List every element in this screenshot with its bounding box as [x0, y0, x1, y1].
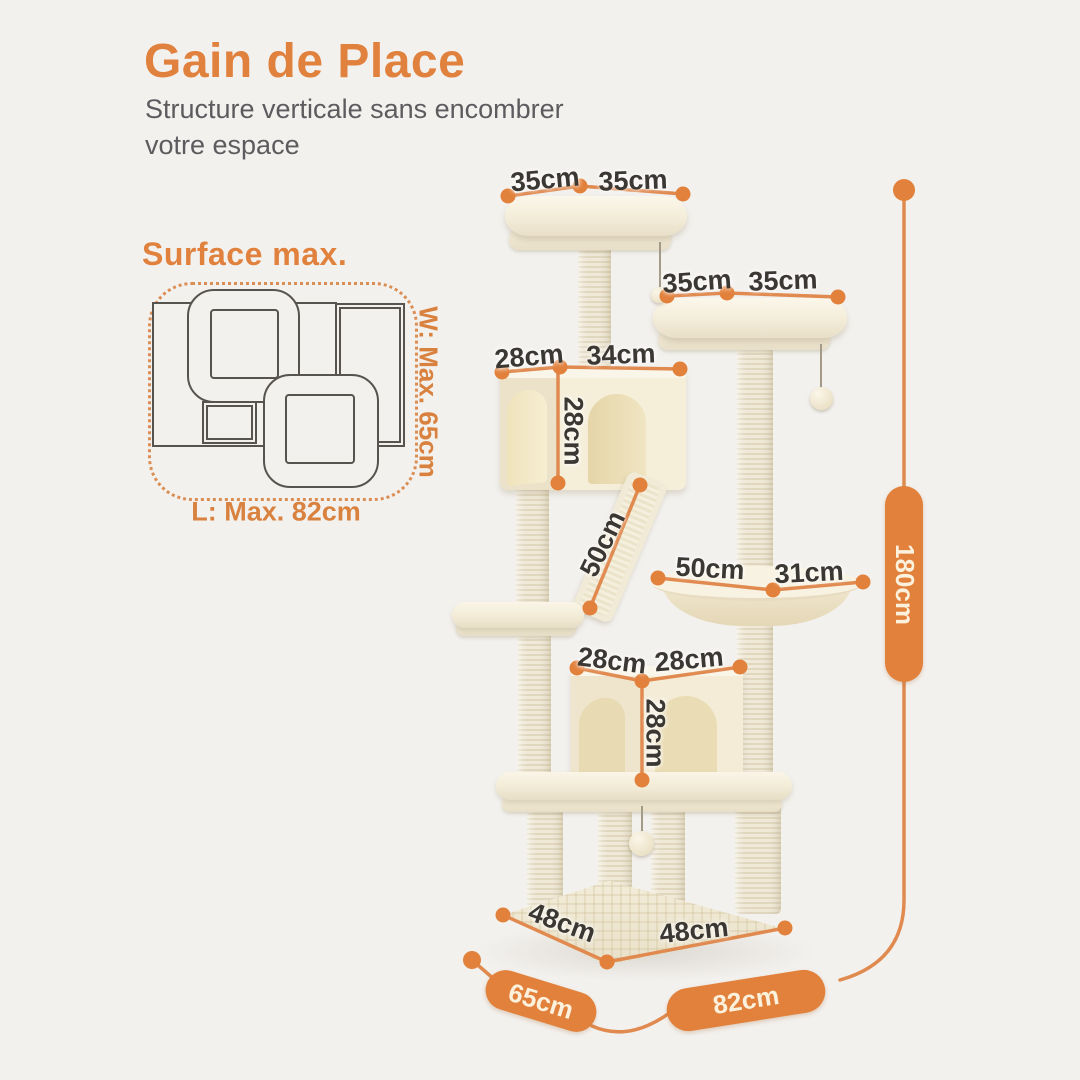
- subtitle-line-2: votre espace: [145, 129, 300, 160]
- middle-platform: [496, 772, 792, 800]
- toy-string-right: [820, 344, 822, 390]
- toy-ball-right: [810, 387, 833, 410]
- toy-string-top: [659, 242, 661, 290]
- top-perch: [505, 196, 687, 236]
- floor-depth-value: 65cm: [504, 976, 578, 1025]
- left-upper-post: [516, 486, 549, 608]
- base-post-left: [527, 800, 563, 912]
- dim-lower-condo-width: 28cm: [653, 641, 725, 678]
- page-subtitle: Structure verticale sans encombrer votre…: [145, 92, 615, 163]
- dim-upper-condo-height: 28cm: [558, 396, 589, 466]
- lower-condo-front-arch: [655, 696, 717, 784]
- base-post-right: [651, 800, 685, 910]
- total-height-value: 180cm: [889, 543, 920, 625]
- dim-upper-condo-depth: 28cm: [493, 338, 565, 375]
- total-height-pill: 180cm: [885, 486, 923, 682]
- dim-upper-condo-width: 34cm: [585, 338, 657, 371]
- second-perch: [653, 298, 847, 338]
- left-lower-post: [518, 626, 551, 778]
- surface-max-title: Surface max.: [142, 236, 348, 272]
- subtitle-line-1: Structure verticale sans encombrer: [145, 94, 564, 124]
- middle-platform-lip: [502, 796, 782, 812]
- footprint-width-label: W: Max. 65cm: [413, 306, 444, 478]
- toy-ball-lower: [629, 831, 654, 856]
- dim-second-perch-right: 35cm: [747, 264, 819, 297]
- dim-hammock-right: 31cm: [773, 555, 845, 590]
- dim-hammock-left: 50cm: [674, 551, 746, 586]
- dim-top-perch-right: 35cm: [597, 164, 669, 197]
- upper-condo: [500, 368, 686, 490]
- right-scratching-post: [737, 340, 773, 780]
- floor-width-value: 82cm: [710, 979, 782, 1021]
- floorplan-diagram: [152, 289, 405, 488]
- base-post-far-right: [735, 794, 781, 914]
- dim-top-perch-left: 35cm: [509, 161, 581, 198]
- dim-lower-condo-height: 28cm: [640, 698, 671, 768]
- toy-string-lower: [641, 806, 643, 834]
- top-scratching-post: [578, 238, 611, 378]
- dim-second-perch-left: 35cm: [661, 264, 733, 299]
- small-platform: [452, 602, 584, 628]
- footprint-dotted-border: [148, 282, 418, 501]
- upper-condo-side-arch: [507, 387, 547, 487]
- footprint-length-label: L: Max. 82cm: [191, 496, 361, 527]
- pill-connector-line: [590, 1012, 670, 1034]
- height-dim-line-lower: [838, 679, 906, 982]
- page-title: Gain de Place: [144, 35, 466, 88]
- upper-condo-front-arch: [588, 394, 646, 484]
